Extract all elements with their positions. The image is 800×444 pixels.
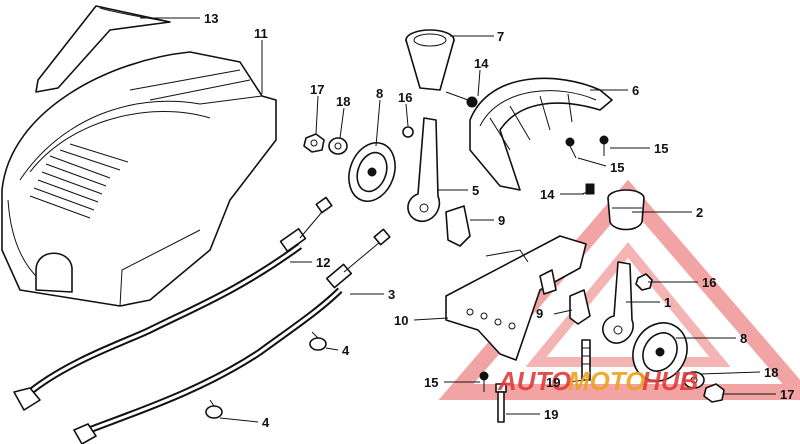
callout-2: 2 bbox=[696, 205, 703, 220]
callout-14-top: 14 bbox=[474, 56, 489, 71]
callout-12: 12 bbox=[316, 255, 330, 270]
callout-9-top: 9 bbox=[498, 213, 505, 228]
callout-17-top: 17 bbox=[310, 82, 324, 97]
part-14-bolt-top bbox=[445, 91, 478, 108]
part-11-engine-cover bbox=[1, 51, 277, 307]
callout-5: 5 bbox=[472, 183, 479, 198]
part-16-nut-bottom bbox=[635, 273, 653, 291]
callout-8-top: 8 bbox=[376, 86, 383, 101]
part-4-clip-lower bbox=[205, 399, 223, 419]
callout-14-mid: 14 bbox=[540, 187, 555, 202]
part-15-screw-bottom bbox=[479, 371, 489, 392]
part-19-bolt-lower bbox=[495, 383, 507, 423]
watermark-text: AUTO MOTO HUB bbox=[497, 366, 698, 396]
part-3-cable bbox=[73, 228, 391, 444]
callout-4-upper: 4 bbox=[342, 343, 350, 358]
part-7-knob bbox=[405, 29, 455, 91]
part-2-cylinder bbox=[607, 189, 645, 231]
part-4-clip-upper bbox=[309, 331, 327, 351]
part-10-bracket-plate bbox=[445, 235, 587, 361]
svg-text:AUTO: AUTO bbox=[497, 366, 571, 396]
part-5-lever bbox=[407, 117, 441, 223]
callout-15-mid: 15 bbox=[610, 160, 624, 175]
callout-11: 11 bbox=[254, 26, 268, 41]
callout-8-bottom: 8 bbox=[740, 331, 747, 346]
part-6-guard bbox=[469, 77, 613, 191]
callout-3: 3 bbox=[388, 287, 395, 302]
part-8-pulley-top bbox=[348, 142, 396, 202]
callout-13: 13 bbox=[204, 11, 218, 26]
leader-lines bbox=[140, 17, 776, 423]
part-17-nut-top bbox=[303, 133, 325, 153]
part-15-screws-guard bbox=[565, 135, 609, 159]
svg-text:HUB: HUB bbox=[642, 366, 698, 396]
svg-text:MOTO: MOTO bbox=[568, 366, 646, 396]
part-9-bracket-top bbox=[445, 205, 471, 247]
part-8-pulley-bottom bbox=[632, 322, 688, 382]
callout-16-top: 16 bbox=[398, 90, 412, 105]
part-12-cable bbox=[13, 196, 333, 411]
callout-15-right: 15 bbox=[654, 141, 668, 156]
part-18-washer-bottom bbox=[683, 371, 705, 389]
callout-17-bottom: 17 bbox=[780, 387, 794, 402]
callout-9-bottom: 9 bbox=[536, 306, 543, 321]
part-1-lever bbox=[602, 261, 634, 344]
callout-labels: 13 11 7 14 6 17 18 8 16 5 15 15 14 2 9 1… bbox=[204, 11, 794, 430]
part-18-washer-top bbox=[328, 137, 348, 155]
callout-15-bottom: 15 bbox=[424, 375, 438, 390]
callout-18-top: 18 bbox=[336, 94, 350, 109]
callout-16-bottom: 16 bbox=[702, 275, 716, 290]
callout-1: 1 bbox=[664, 295, 671, 310]
callout-19-upper: 19 bbox=[546, 375, 560, 390]
callout-4-lower: 4 bbox=[262, 415, 270, 430]
callout-7: 7 bbox=[497, 29, 504, 44]
callout-18-bottom: 18 bbox=[764, 365, 778, 380]
part-14-bolt-mid bbox=[581, 183, 595, 195]
part-13-decal bbox=[35, 5, 171, 93]
part-19-bolt-upper bbox=[581, 339, 591, 381]
callout-6: 6 bbox=[632, 83, 639, 98]
part-9-bracket-bottom bbox=[569, 289, 591, 325]
part-17-nut-bottom bbox=[703, 383, 725, 403]
callout-10: 10 bbox=[394, 313, 408, 328]
callout-19-lower: 19 bbox=[544, 407, 558, 422]
part-16-nut-top bbox=[402, 126, 414, 138]
